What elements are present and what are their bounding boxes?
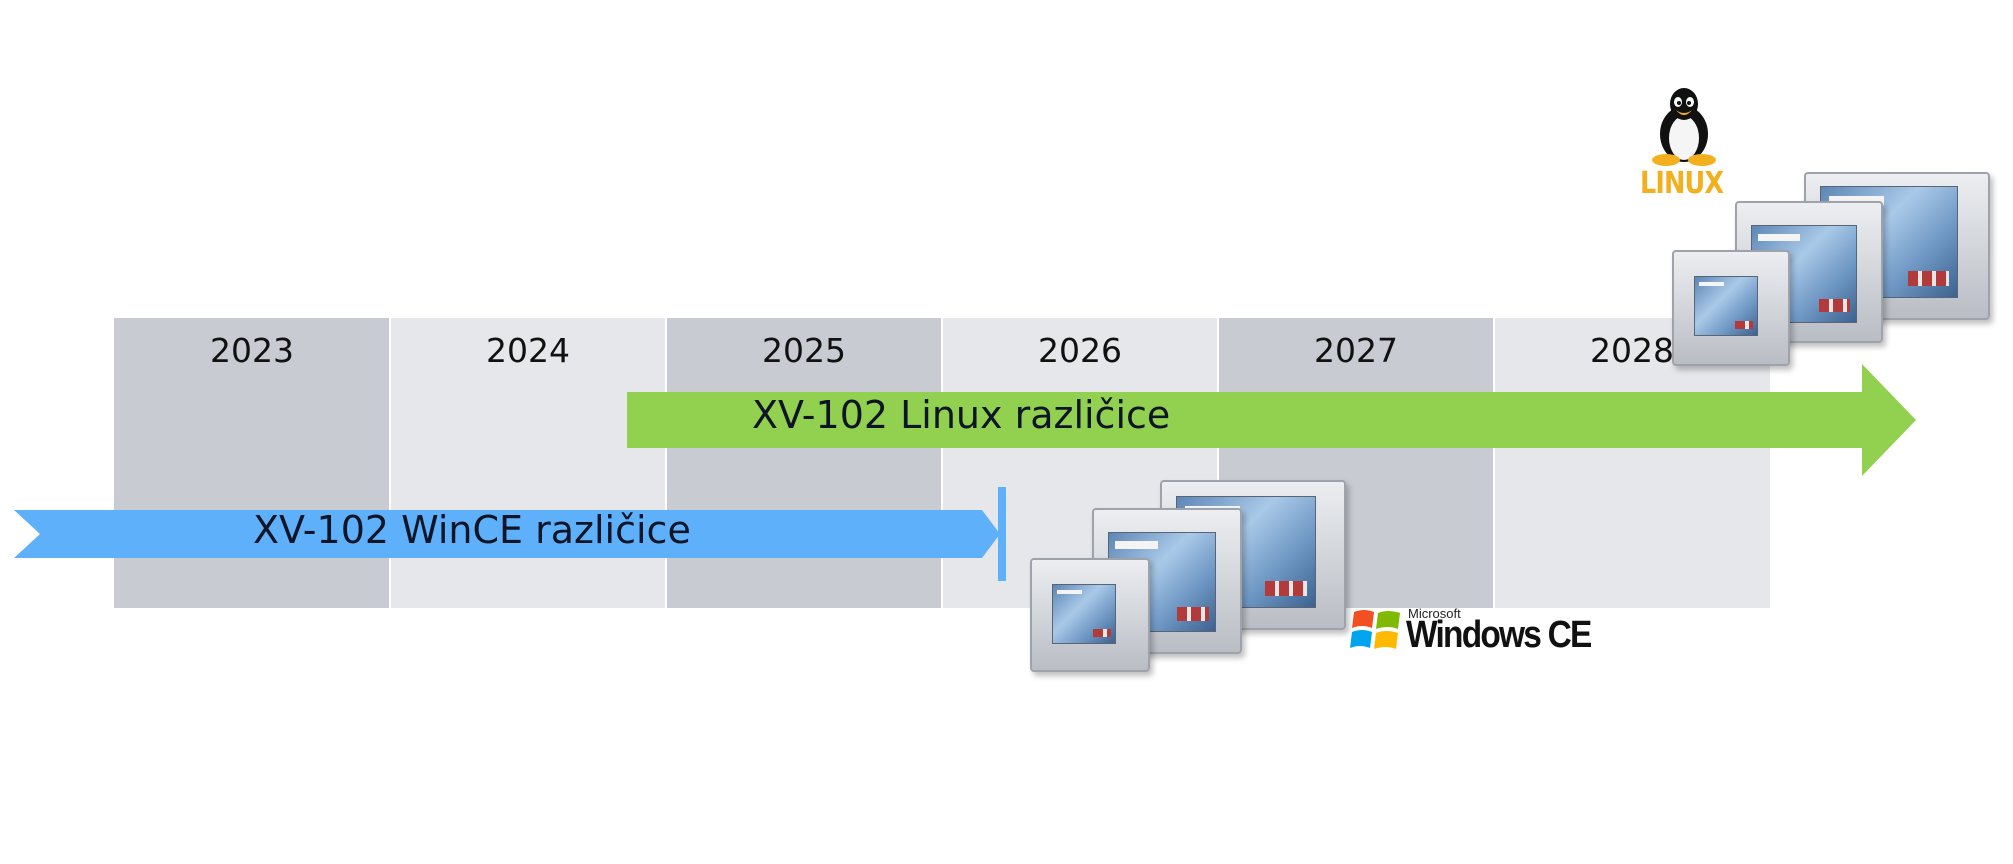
column-divider xyxy=(389,318,391,608)
year-column-2024: 2024 xyxy=(390,318,666,608)
device-screen xyxy=(1052,584,1116,644)
year-column-2028: 2028 xyxy=(1494,318,1770,608)
column-divider xyxy=(1493,318,1495,608)
year-label: 2024 xyxy=(486,331,570,370)
year-label: 2027 xyxy=(1314,331,1398,370)
wince-arrow-label: XV-102 WinCE različice xyxy=(253,508,691,552)
device-small xyxy=(1030,558,1150,672)
device-screen xyxy=(1694,276,1758,336)
windows-ce-big-text: Windows CE xyxy=(1406,614,1592,656)
linux-arrow xyxy=(627,364,1916,476)
column-divider xyxy=(941,318,943,608)
windows-flag-icon xyxy=(1350,610,1400,649)
column-divider xyxy=(665,318,667,608)
windows-ce-small-text: Microsoft xyxy=(1408,606,1461,621)
year-label: 2028 xyxy=(1590,331,1674,370)
year-label: 2025 xyxy=(762,331,846,370)
wince-arrow xyxy=(14,510,1000,558)
tux-penguin-icon xyxy=(1652,88,1716,166)
year-column-2025: 2025 xyxy=(666,318,942,608)
column-divider xyxy=(1217,318,1219,608)
linux-arrow-label: XV-102 Linux različice xyxy=(752,393,1171,437)
linux-logo-text: LINUX xyxy=(1640,166,1724,201)
year-label: 2026 xyxy=(1038,331,1122,370)
year-column-2023: 2023 xyxy=(114,318,390,608)
device-small xyxy=(1672,250,1790,366)
wince-end-marker xyxy=(998,487,1006,581)
year-label: 2023 xyxy=(210,331,294,370)
